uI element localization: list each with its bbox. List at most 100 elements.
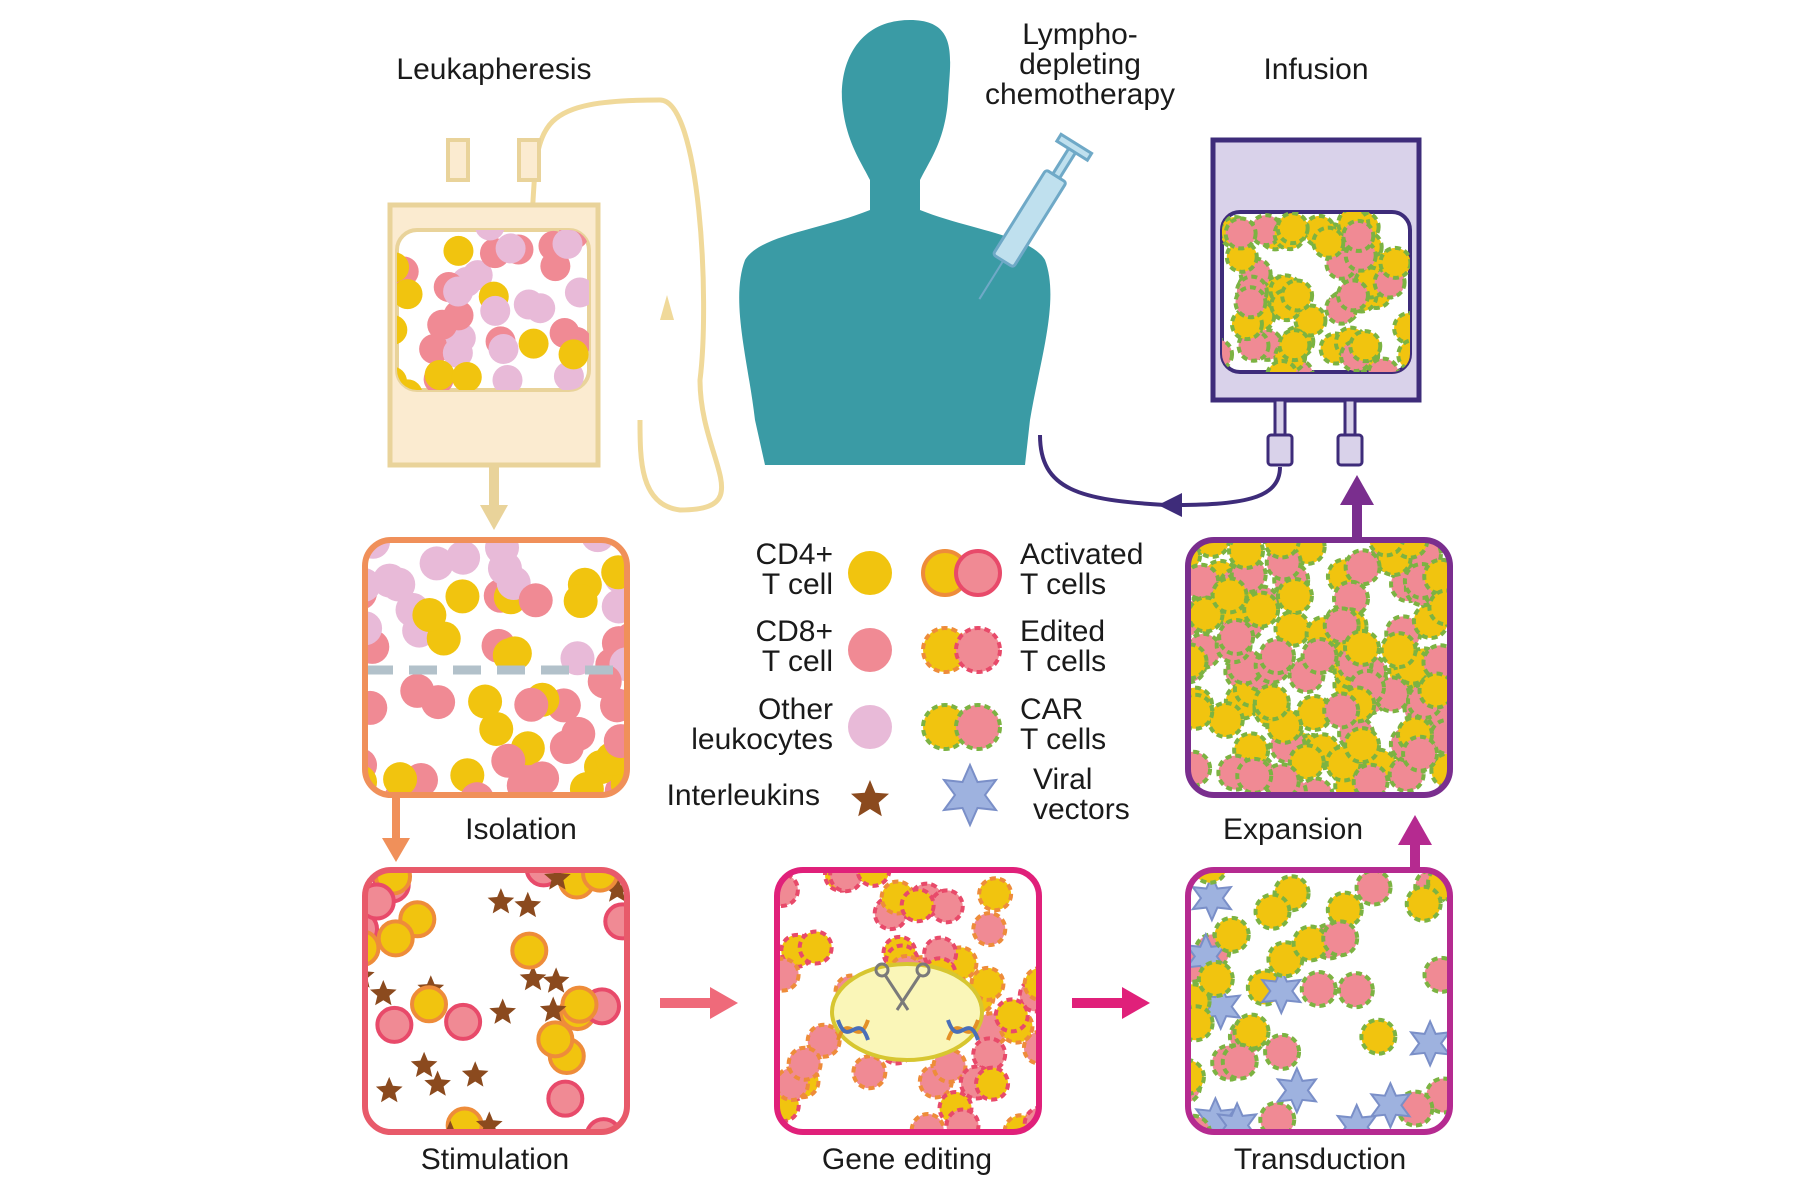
leukocyte xyxy=(372,563,407,598)
interleukin-star-icon xyxy=(603,876,627,902)
leukocyte xyxy=(412,598,447,633)
car-t-cell xyxy=(1287,743,1326,782)
activated-t-cell xyxy=(560,985,599,1024)
car-t-cell xyxy=(1321,919,1360,958)
car-t-cell xyxy=(1299,970,1338,1009)
activated-t-cell xyxy=(410,985,449,1024)
car-t-cell xyxy=(1233,285,1268,320)
leukocyte xyxy=(552,230,583,259)
interleukin-star-icon xyxy=(487,888,515,914)
t-cell xyxy=(421,685,456,720)
leukocyte xyxy=(495,233,526,264)
dna-icon xyxy=(836,1019,980,1041)
legend-label-viral: Viral vectors xyxy=(1033,763,1130,826)
edited-t-cell xyxy=(777,956,801,993)
leukocyte xyxy=(601,555,627,590)
car-t-cell xyxy=(1351,762,1390,795)
leukapheresis-bag-icon xyxy=(387,97,724,513)
legend-label-cd4: CD4+ T cell xyxy=(755,538,833,601)
car-t-cell xyxy=(1280,278,1315,313)
edited-t-cell xyxy=(855,870,892,888)
car-t-cell xyxy=(1422,557,1450,596)
car-t-cell xyxy=(1378,245,1410,280)
transduction-box xyxy=(1185,867,1453,1135)
leukocyte xyxy=(601,589,627,624)
legend-car-cd8 xyxy=(954,703,1002,751)
car-t-cell xyxy=(1366,356,1401,372)
car-t-cell xyxy=(1396,338,1410,372)
car-t-cell xyxy=(1341,218,1376,253)
label-transduction: Transduction xyxy=(1233,1143,1407,1176)
legend-label-activated: Activated T cells xyxy=(1020,538,1144,601)
interleukin-star-icon xyxy=(424,1070,451,1096)
car-t-cell xyxy=(1223,216,1258,251)
car-t-cell xyxy=(1196,960,1235,999)
viral-vector-icon xyxy=(1369,1080,1412,1130)
edited-t-cell xyxy=(974,1065,1011,1102)
car-t-cell xyxy=(1258,1100,1297,1132)
car-t-cell xyxy=(1277,328,1312,363)
activated-t-cell xyxy=(445,1106,484,1132)
t-cell xyxy=(460,782,495,795)
legend-label-car: CAR T cells xyxy=(1020,693,1107,756)
edited-t-cell xyxy=(851,1054,888,1091)
car-t-cell xyxy=(1275,576,1314,615)
leukocyte xyxy=(445,579,480,614)
edited-t-cell xyxy=(786,1045,823,1082)
legend-label-edited: Edited T cells xyxy=(1020,615,1107,678)
interleukin-star-icon xyxy=(375,1076,403,1103)
car-t-cell xyxy=(1291,924,1330,963)
car-t-cell xyxy=(1188,1113,1213,1132)
activated-t-cell xyxy=(365,882,396,921)
car-t-cell xyxy=(1275,212,1310,246)
car-t-cell xyxy=(1222,337,1235,372)
leukocyte xyxy=(462,260,493,291)
activated-t-cell xyxy=(546,1079,585,1118)
car-t-cell xyxy=(1354,870,1393,907)
label-chemotherapy: Lympho- depleting chemotherapy xyxy=(984,18,1176,111)
stimulation-box xyxy=(362,867,630,1135)
car-t-cell xyxy=(1343,726,1382,765)
legend-interleukin-star-icon xyxy=(851,780,889,817)
viral-vector-icon xyxy=(1275,1065,1319,1115)
edited-t-cell xyxy=(971,1036,1008,1073)
car-t-cell xyxy=(1300,637,1339,676)
activated-t-cell xyxy=(375,1005,414,1044)
viral-vector-icon xyxy=(1260,966,1303,1016)
leukocyte xyxy=(443,276,474,307)
leukocyte xyxy=(419,333,450,364)
scissors-icon xyxy=(874,962,931,1011)
car-t-cell xyxy=(1253,892,1292,931)
car-t-cell xyxy=(1367,540,1406,558)
legend-activated-cd8 xyxy=(954,549,1002,597)
edited-t-cell xyxy=(993,997,1030,1034)
leukocyte xyxy=(518,328,549,359)
interleukin-star-icon xyxy=(514,891,542,918)
legend-label-other: Other leukocytes xyxy=(691,693,833,756)
activated-t-cell xyxy=(510,931,549,970)
car-t-cell xyxy=(1232,1012,1271,1051)
edited-t-cell xyxy=(1022,965,1039,1002)
edited-t-cell xyxy=(971,911,1008,948)
car-t-cell xyxy=(1210,576,1249,615)
leukocyte xyxy=(487,551,522,586)
car-t-cell xyxy=(1212,915,1251,954)
edited-t-cell xyxy=(944,1107,981,1132)
legend-label-interleukins: Interleukins xyxy=(666,779,820,812)
interleukin-star-icon xyxy=(410,1051,438,1077)
car-t-cell xyxy=(1325,890,1364,929)
leukocyte xyxy=(492,365,523,390)
leukocyte xyxy=(397,279,423,310)
car-t-cell xyxy=(1263,1032,1302,1071)
viral-vector-icon xyxy=(1215,1100,1259,1132)
car-t-cell xyxy=(1379,631,1418,670)
car-t-cell xyxy=(1193,540,1232,559)
activated-t-cell xyxy=(603,902,627,941)
car-t-cell xyxy=(1335,278,1370,313)
edited-t-cell xyxy=(805,1022,842,1059)
person-silhouette-icon xyxy=(739,20,1051,465)
car-t-cell xyxy=(1336,971,1375,1010)
label-infusion: Infusion xyxy=(1263,53,1369,86)
car-t-cell xyxy=(1343,548,1382,587)
car-t-cell xyxy=(1265,359,1300,372)
